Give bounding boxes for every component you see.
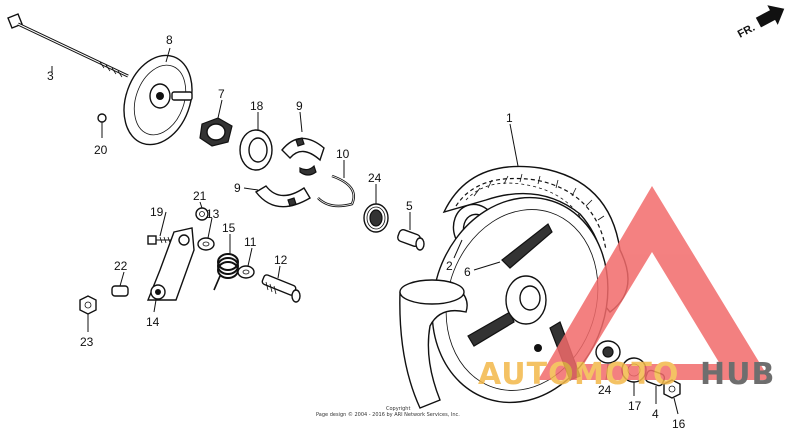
copyright-line2: Page design © 2004 - 2016 by ARI Network… [316,411,460,418]
callout-6: 6 [464,265,471,279]
watermark-triangle [538,186,770,380]
part-brake-cam[interactable] [261,274,301,303]
callout-12: 12 [274,253,288,267]
front-direction-marker: FR. [736,5,785,41]
callout-21: 21 [193,189,207,203]
part-brake-panel[interactable] [112,46,204,154]
callout-5: 5 [406,199,413,213]
callout-24-upper: 24 [368,171,382,185]
part-brake-arm[interactable] [146,227,195,301]
watermark-logo: AUTO MOTO HUB [478,186,775,392]
copyright-notice: Copyright Page design © 2004 - 2016 by A… [316,406,460,418]
front-direction-label: FR. [736,22,757,41]
part-bolt-arm[interactable] [147,235,172,245]
part-shoe-spring[interactable] [317,174,355,208]
callout-1: 1 [506,111,513,125]
watermark-auto-text: AUTO [478,357,575,392]
callout-9-upper: 9 [296,99,303,113]
callout-3: 3 [47,69,54,83]
watermark-moto-text: MOTO [574,357,679,392]
part-washer-13[interactable] [197,237,215,251]
callout-19: 19 [150,205,164,219]
part-pin[interactable] [111,285,129,297]
callout-24-lower: 24 [598,383,612,397]
part-washer-11[interactable] [237,265,255,279]
callout-7: 7 [218,87,225,101]
callout-22: 22 [114,259,128,273]
callout-2: 2 [446,259,453,273]
callout-13: 13 [206,207,220,221]
part-bearing-lower[interactable] [595,340,621,364]
part-collar[interactable] [397,229,425,251]
part-tube-lower[interactable] [399,279,468,409]
watermark-hub-text: HUB [700,357,775,392]
callout-23: 23 [80,335,94,349]
callout-10: 10 [336,147,350,161]
callout-4: 4 [652,407,659,421]
callout-15: 15 [222,221,236,235]
callout-17: 17 [628,399,642,413]
part-return-spring[interactable] [213,253,239,291]
callout-18: 18 [250,99,264,113]
front-arrow-icon [755,5,785,28]
callout-9-lower: 9 [234,181,241,195]
callout-14: 14 [146,315,160,329]
callout-16: 16 [672,417,686,431]
callout-labels: 3 8 7 18 9 9 10 24 5 1 2 6 21 13 19 15 1… [47,33,686,431]
callout-11: 11 [244,235,257,249]
part-oil-seal[interactable] [239,129,273,171]
part-nut-23[interactable] [79,295,97,315]
part-brake-shoe-upper[interactable] [281,137,325,176]
part-brake-shoe-lower[interactable] [254,185,311,208]
part-axle[interactable] [7,13,129,78]
part-bearing-upper[interactable] [363,203,389,233]
copyright-line1: Copyright [386,406,410,412]
callout-8: 8 [166,33,173,47]
part-speedometer-gear[interactable] [199,117,233,147]
part-bolt-small[interactable] [97,113,107,128]
callout-20: 20 [94,143,108,157]
